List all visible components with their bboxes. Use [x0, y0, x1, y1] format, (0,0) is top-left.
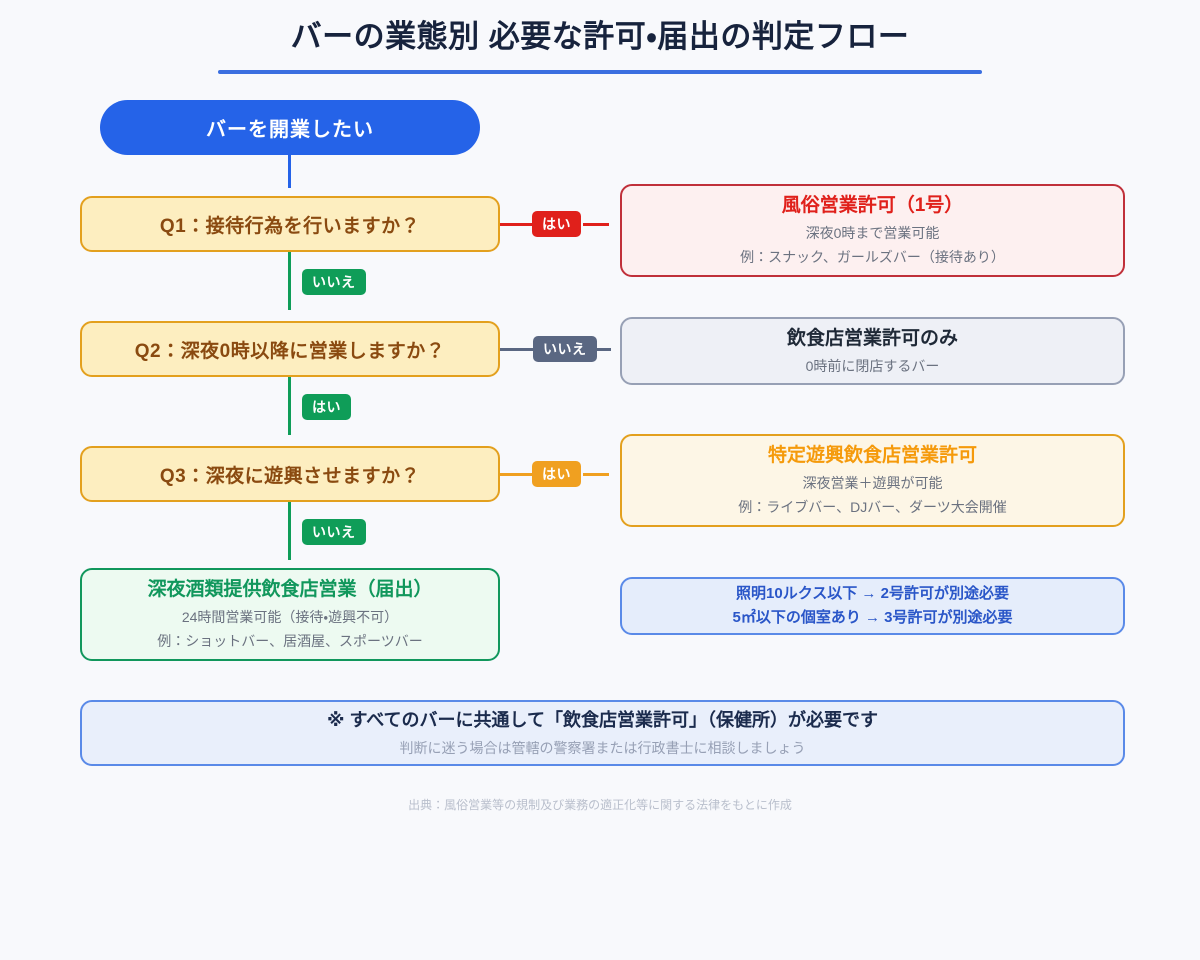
- result-node-fuzoku-eigyo: 風俗営業許可（1号） 深夜0時まで営業可能 例：スナック、ガールズバー（接待あり…: [620, 184, 1125, 277]
- result-fuzoku-title: 風俗営業許可（1号）: [781, 195, 964, 217]
- connector-q2-no-left: [500, 348, 540, 351]
- result-node-shinya-shurui: 深夜酒類提供飲食店営業（届出） 24時間営業可能（接待・遊興不可） 例：ショット…: [80, 568, 500, 661]
- connector-q3-yes-right: [583, 473, 609, 476]
- info-box-line-1: 照明10ルクス以下 → 2号許可が別途必要: [736, 584, 1009, 602]
- branch-badge-q1-yes: はい: [532, 211, 581, 237]
- footer-note-title: ※ すべてのバーに共通して「飲食店営業許可」（保健所）が必要です: [327, 709, 878, 730]
- question-node-q2-label: Q2：深夜0時以降に営業しますか？: [134, 340, 446, 362]
- source-citation: 出典：風俗営業等の規制及び業務の適正化等に関する法律をもとに作成: [408, 798, 792, 812]
- question-node-q3-label: Q3：深夜に遊興させますか？: [159, 465, 421, 487]
- result-tokutei-sub2: 例：ライブバー、DJバー、ダーツ大会開催: [738, 499, 1007, 516]
- result-shinya-sub2: 例：ショットバー、居酒屋、スポーツバー: [157, 633, 423, 650]
- branch-badge-q2-no: いいえ: [533, 336, 597, 362]
- result-node-inshokuten-only: 飲食店営業許可のみ 0時前に閉店するバー: [620, 317, 1125, 385]
- connector-start-to-q1: [288, 155, 291, 188]
- start-node-label: バーを開業したい: [206, 119, 374, 141]
- branch-badge-q2-yes: はい: [302, 394, 351, 420]
- result-tokutei-title: 特定遊興飲食店営業許可: [767, 445, 977, 467]
- branch-badge-q3-yes: はい: [532, 461, 581, 487]
- result-shinya-title: 深夜酒類提供飲食店営業（届出）: [147, 579, 433, 601]
- connector-q1-yes-left: [500, 223, 540, 226]
- result-inshoku-sub1: 0時前に閉店するバー: [805, 357, 940, 374]
- footer-note-subtitle: 判断に迷う場合は管轄の警察署または行政書士に相談しましょう: [399, 739, 806, 756]
- result-tokutei-sub1: 深夜営業＋遊興が可能: [802, 474, 943, 491]
- connector-q1-no: [288, 252, 291, 310]
- page-title-wrapper: バーの業態別 必要な許可・届出の判定フロー: [0, 18, 1200, 55]
- question-node-q1[interactable]: Q1：接待行為を行いますか？: [80, 196, 500, 252]
- title-underline-rule: [218, 70, 982, 74]
- info-box-line-2: 5㎡以下の個室あり → 3号許可が別途必要: [732, 609, 1013, 626]
- result-fuzoku-sub1: 深夜0時まで営業可能: [805, 224, 940, 241]
- connector-q1-yes-right: [583, 223, 609, 226]
- question-node-q3[interactable]: Q3：深夜に遊興させますか？: [80, 446, 500, 502]
- connector-q2-yes: [288, 377, 291, 435]
- branch-badge-q1-no: いいえ: [302, 269, 366, 295]
- page-title: バーの業態別 必要な許可・届出の判定フロー: [290, 19, 910, 54]
- result-fuzoku-sub2: 例：スナック、ガールズバー（接待あり）: [740, 249, 1005, 266]
- question-node-q1-label: Q1：接待行為を行いますか？: [159, 215, 421, 237]
- result-node-tokutei-yukyo: 特定遊興飲食店営業許可 深夜営業＋遊興が可能 例：ライブバー、DJバー、ダーツ大…: [620, 434, 1125, 527]
- connector-q3-no: [288, 502, 291, 560]
- info-box-additional-permits: 照明10ルクス以下 → 2号許可が別途必要 5㎡以下の個室あり → 3号許可が別…: [620, 577, 1125, 635]
- start-node[interactable]: バーを開業したい: [100, 100, 480, 155]
- connector-q2-no-right: [595, 348, 611, 351]
- footer-note-box: ※ すべてのバーに共通して「飲食店営業許可」（保健所）が必要です 判断に迷う場合…: [80, 700, 1125, 766]
- result-shinya-sub1: 24時間営業可能（接待・遊興不可）: [181, 608, 399, 625]
- result-inshoku-title: 飲食店営業許可のみ: [786, 328, 958, 350]
- branch-badge-q3-no: いいえ: [302, 519, 366, 545]
- connector-q3-yes-left: [500, 473, 540, 476]
- question-node-q2[interactable]: Q2：深夜0時以降に営業しますか？: [80, 321, 500, 377]
